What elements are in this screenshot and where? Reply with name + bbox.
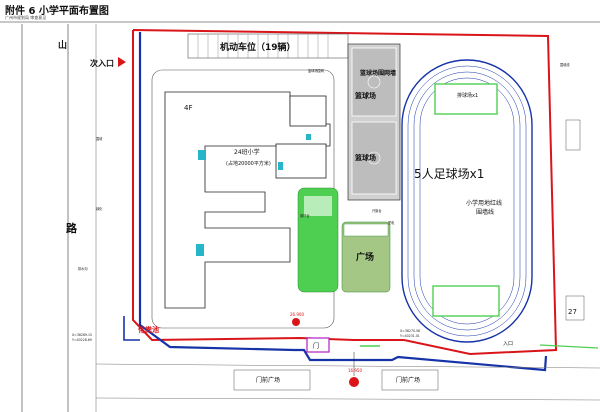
floors-label: 4F	[184, 104, 192, 112]
road-label: 路	[66, 221, 78, 235]
coord-note: X=38270.58	[400, 329, 420, 333]
road-edge	[95, 397, 600, 401]
small-note: 绿化	[96, 206, 103, 211]
basketball-court-2	[351, 121, 397, 195]
field-note: 排球场x1	[457, 92, 478, 99]
small-note: 排水沟	[78, 266, 88, 271]
basketball-court-1	[351, 47, 397, 117]
small-note: 旗杆台	[300, 213, 310, 218]
rear-label: 入口	[503, 341, 513, 347]
basketball-group-label: 篮球场围网墙	[359, 69, 396, 77]
elevation-marker-icon	[349, 377, 359, 387]
entry-arrow-icon	[118, 57, 126, 67]
track-note2: 围墙线	[476, 208, 494, 216]
gate-plaza-label-1: 门前广场	[256, 376, 280, 384]
plaza-area	[341, 221, 391, 293]
school-building	[164, 91, 331, 309]
gate-label: 门	[313, 342, 319, 350]
small-note: 围墙	[96, 136, 103, 141]
basketball-label-2: 篮球场	[354, 153, 376, 162]
road-edge	[95, 363, 600, 369]
track-note: 小学用地红线	[466, 199, 502, 207]
gate-plaza-2	[381, 369, 439, 391]
entry-label: 次入口	[90, 58, 114, 68]
road-label: 山	[58, 39, 67, 51]
school-area: (占地20000平方米)	[226, 160, 271, 167]
building-accents	[196, 134, 311, 256]
note-27: 27	[568, 308, 577, 316]
page-subtitle: 广州市规划局 审查意见	[5, 15, 47, 20]
elevation-label: 26.900	[290, 312, 304, 317]
coord-note: Y=40231.01	[400, 334, 420, 338]
site-boundary-red	[132, 29, 558, 356]
coord-note: Y=40228.69	[72, 338, 92, 342]
soccer-label: 5人足球场x1	[414, 167, 484, 181]
small-note: 篮球场围网	[308, 68, 324, 73]
field-box-top	[434, 83, 498, 115]
gate-plaza-1	[233, 369, 311, 391]
small-note: 升旗台	[372, 208, 382, 213]
page-title: 附件 6 小学平面布置图	[5, 6, 109, 17]
elevation-label: 16.950	[348, 368, 362, 373]
small-note: 围墙线	[560, 62, 570, 67]
basketball-label-1: 篮球场	[354, 91, 376, 100]
gate-plaza-label-2: 门前广场	[396, 376, 420, 384]
main-gate	[306, 337, 330, 353]
septic-label: 化粪池	[138, 325, 159, 334]
parking-stalls	[197, 34, 329, 58]
small-note: 配电	[388, 220, 395, 225]
site-wall-blue	[138, 32, 548, 372]
school-name: 24班小学	[234, 148, 260, 156]
parking-label: 机动车位（19辆）	[220, 41, 296, 53]
running-track	[401, 59, 533, 343]
plaza-label: 广场	[356, 251, 374, 263]
elevation-marker-icon	[292, 318, 300, 326]
coord-note: X=38289.15	[72, 333, 92, 337]
field-box-bottom	[432, 285, 500, 317]
site-wall-blue	[123, 316, 140, 341]
